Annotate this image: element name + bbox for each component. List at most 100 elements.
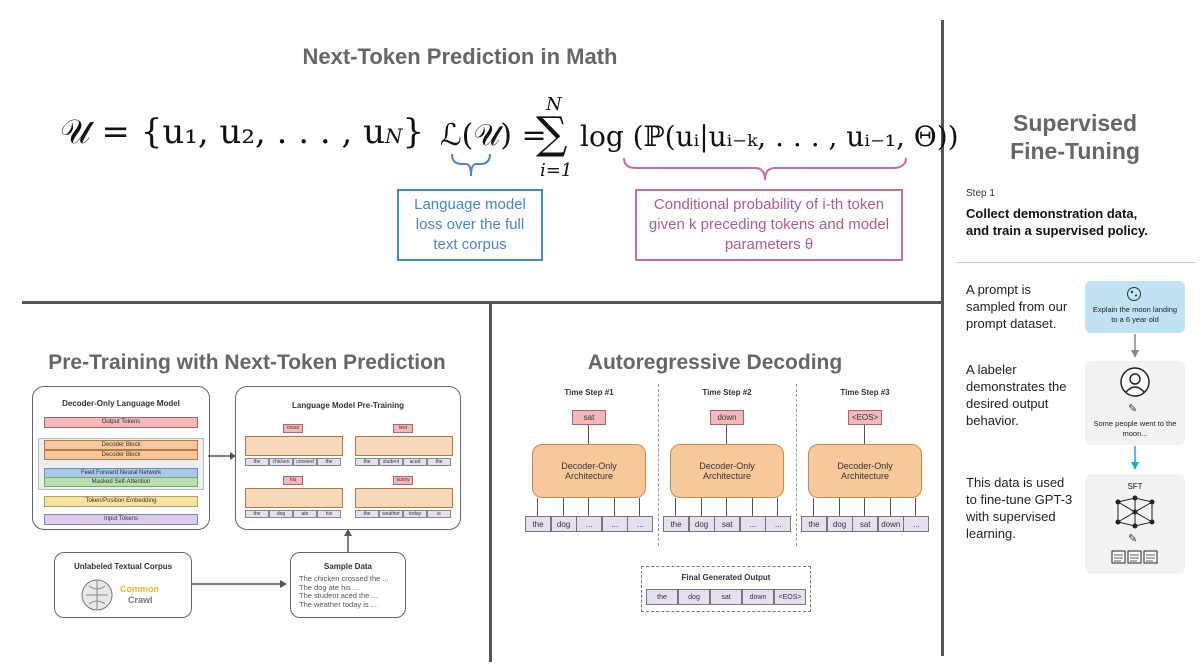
step-input-connector <box>537 498 538 516</box>
sample-line: The weather today is ... <box>299 599 377 609</box>
step-input-connector <box>889 498 891 516</box>
final-output-title: Final Generated Output <box>681 573 771 582</box>
msa-bar: Masked Self-Attention <box>44 477 198 487</box>
corpus-box <box>54 552 192 618</box>
step-input-connector <box>562 498 564 516</box>
mini-output-token: his <box>283 476 303 485</box>
sft-desc-finetune: This data is used to fine-tune GPT-3 wit… <box>966 475 1073 541</box>
mini-decoder-stack <box>355 436 453 456</box>
step-input-connector <box>915 498 917 516</box>
arrow-up <box>588 425 589 444</box>
step-input-connector <box>613 498 615 516</box>
prompt-card <box>1085 281 1185 333</box>
mini-decoder-stack <box>355 488 453 508</box>
prompt-card-text: Explain the moon landing to a 6 year old <box>1092 305 1178 324</box>
moon-icon <box>1127 287 1141 301</box>
decoder-block-1: Decoder Block <box>44 440 198 450</box>
step-input-token: ... <box>627 516 654 532</box>
loss-lhs: ℒ(𝒰) = <box>440 118 547 153</box>
labeler-card-text: Some people went to the moon... <box>1093 419 1177 438</box>
final-output-token: <EOS> <box>774 589 806 605</box>
mini-input-token: his <box>317 510 341 518</box>
step-input-token: ... <box>765 516 792 532</box>
step-output-token: sat <box>572 410 606 425</box>
sft-title-line2: Fine-Tuning <box>1010 138 1140 164</box>
common-crawl-logo-common: Common <box>120 584 159 594</box>
sft-step-label: Step 1 <box>966 188 995 199</box>
sum-bottom: i=1 <box>540 160 573 181</box>
brace-right <box>623 157 907 181</box>
step-input-token: sat <box>852 516 879 532</box>
brace-left <box>451 153 491 177</box>
sum-top: N <box>546 94 562 115</box>
labeler-avatar-icon <box>1120 367 1150 397</box>
arrow-prompt-to-labeler <box>1131 334 1139 358</box>
step-input-connector <box>700 498 702 516</box>
loss-rhs: log (ℙ(uᵢ|uᵢ₋ₖ, . . . , uᵢ₋₁, Θ)) <box>580 120 959 153</box>
common-crawl-logo-crawl: Crawl <box>128 595 153 605</box>
mini-input-token: the <box>245 458 269 466</box>
arrow-sample-to-training <box>344 529 352 552</box>
step-input-token: dog <box>688 516 715 532</box>
step-input-connector <box>588 498 590 516</box>
mini-input-token: the <box>245 510 269 518</box>
sft-title-line1: Supervised <box>1013 110 1137 136</box>
step-input-token: ... <box>739 516 766 532</box>
corpus-title: Unlabeled Textual Corpus <box>73 562 173 571</box>
mini-decoder-stack <box>245 436 343 456</box>
vertical-divider-right <box>941 20 944 656</box>
step-input-token: the <box>801 516 827 532</box>
step-input-token: the <box>525 516 551 532</box>
step-input-connector <box>639 498 641 516</box>
decoding-title: Autoregressive Decoding <box>587 351 843 374</box>
pencil-icon: ✎ <box>1128 403 1138 415</box>
mini-input-token: weather <box>379 510 403 518</box>
sample-list: The chicken crossed the ... The dog ate … <box>299 574 389 609</box>
step-output-token: down <box>710 410 744 425</box>
documents-icon <box>1111 550 1158 564</box>
arrow-model-to-training <box>208 452 236 460</box>
decoder-model-title: Decoder-Only Language Model <box>62 399 180 408</box>
step-input-connector <box>751 498 753 516</box>
step-input-connector <box>675 498 676 516</box>
neural-network-icon <box>1115 495 1155 529</box>
step-input-connector <box>838 498 840 516</box>
arrow-up <box>864 425 865 444</box>
sample-line: The student aced the ... <box>299 591 378 600</box>
arrow-labeler-to-sft <box>1131 446 1139 470</box>
callout-probability: Conditional probability of i-th token gi… <box>635 189 903 261</box>
decoder-architecture-box: Decoder-Only Architecture <box>670 444 784 498</box>
mini-input-token: student <box>379 458 403 466</box>
sft-desc-labeler: A labeler demonstrates the desired outpu… <box>966 362 1067 428</box>
mini-output-token: sunny <box>393 476 413 485</box>
mini-input-token: the <box>317 458 341 466</box>
sample-line: The dog ate his ... <box>299 582 360 592</box>
decoder-model-box <box>32 386 210 530</box>
mini-input-token: crossed <box>293 458 317 466</box>
final-output-token: down <box>742 589 774 605</box>
decoder-architecture-box: Decoder-Only Architecture <box>808 444 922 498</box>
step-input-connector <box>864 498 866 516</box>
final-output-token: sat <box>710 589 742 605</box>
time-step-label: Time Step #2 <box>702 388 752 397</box>
vertical-divider-middle <box>489 304 492 662</box>
step-divider-2 <box>796 384 797 546</box>
lm-pretraining-title: Language Model Pre-Training <box>291 401 404 410</box>
mini-input-token: the <box>427 458 451 466</box>
time-step-label: Time Step #3 <box>840 388 890 397</box>
pretrain-title: Pre-Training with Next-Token Prediction <box>48 351 446 374</box>
wikipedia-logo-icon <box>81 579 113 611</box>
set-definition: 𝒰 = {u₁, u₂, . . . , uN} <box>60 112 425 152</box>
sample-data-box <box>290 552 406 618</box>
time-step-label: Time Step #1 <box>564 388 614 397</box>
sum-symbol: ∑ <box>536 108 568 159</box>
step-input-token: dog <box>826 516 853 532</box>
step-input-token: dog <box>550 516 577 532</box>
math-title: Next-Token Prediction in Math <box>302 44 618 69</box>
sample-line: The chicken crossed the ... <box>299 574 389 583</box>
mini-output-token: test <box>393 424 413 433</box>
mini-input-token: dog <box>269 510 293 518</box>
final-output-token: the <box>646 589 678 605</box>
mini-input-token: the <box>355 458 379 466</box>
step-input-token: down <box>877 516 904 532</box>
